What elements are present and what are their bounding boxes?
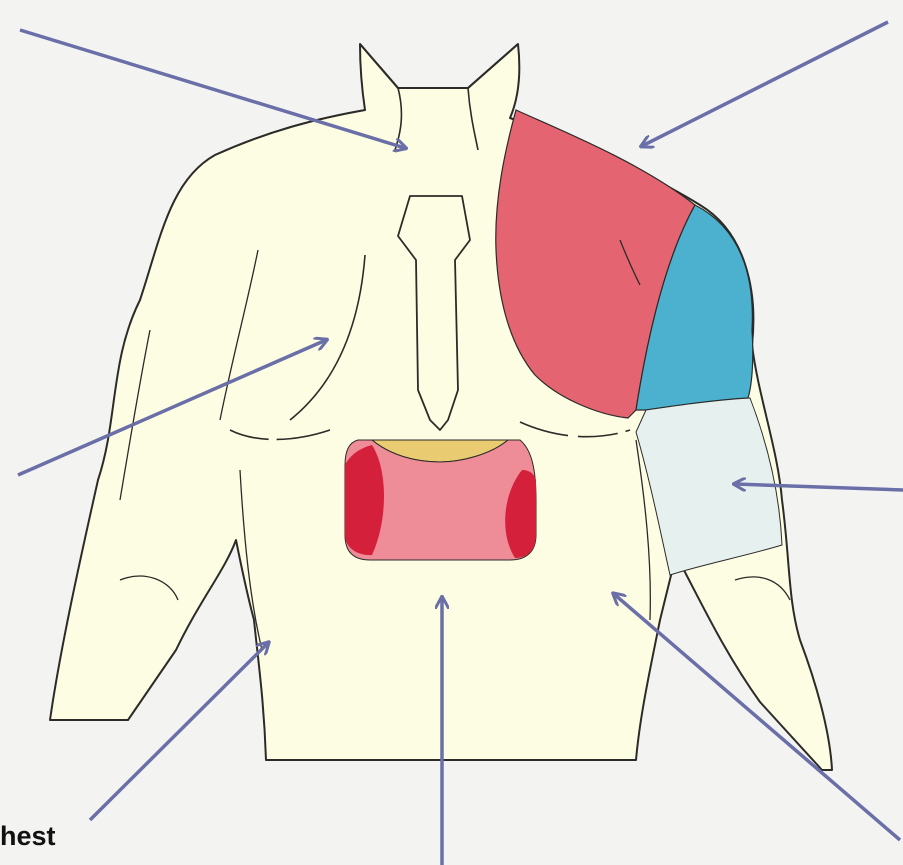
arrow-neck	[20, 30, 405, 148]
label-chest: hest	[0, 823, 56, 850]
arrow-shoulder	[642, 22, 888, 146]
